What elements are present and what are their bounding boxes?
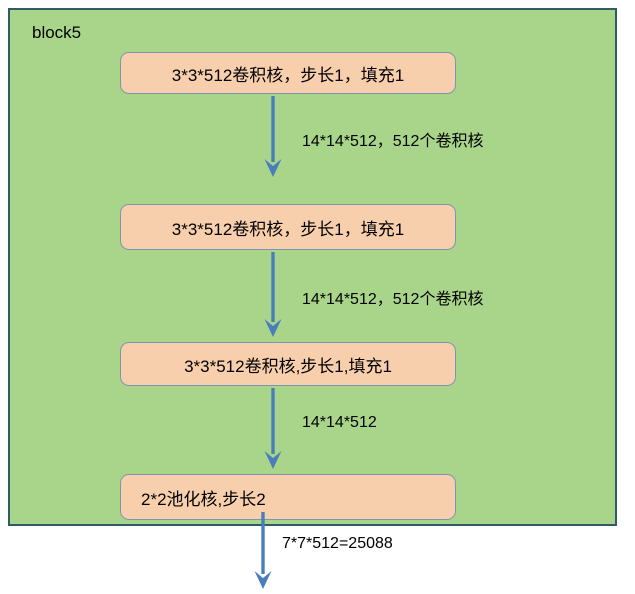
conv-node-1[interactable]: 3*3*512卷积核，步长1，填充1 xyxy=(120,52,456,94)
block-title-label: block5 xyxy=(32,23,82,42)
edge-label-3: 14*14*512 xyxy=(302,414,377,431)
pooling-node-label: 2*2池化核,步长2 xyxy=(141,489,266,509)
arrow-node3-to-pool xyxy=(260,388,286,470)
edge-label-2: 14*14*512，512个卷积核 xyxy=(302,291,484,308)
arrow-node1-to-node2 xyxy=(260,96,286,178)
block5-container: block5 3*3*512卷积核，步长1，填充1 14*14*512，512个… xyxy=(8,8,617,526)
arrow-pool-to-output xyxy=(250,512,276,590)
conv-node-3[interactable]: 3*3*512卷积核,步长1,填充1 xyxy=(120,342,456,386)
conv-node-2-label: 3*3*512卷积核，步长1，填充1 xyxy=(171,219,405,239)
edge-label-4: 7*7*512=25088 xyxy=(282,535,393,552)
conv-node-2[interactable]: 3*3*512卷积核，步长1，填充1 xyxy=(120,204,456,250)
arrow-node2-to-node3 xyxy=(260,252,286,338)
pooling-node[interactable]: 2*2池化核,步长2 xyxy=(120,474,456,520)
conv-node-3-label: 3*3*512卷积核,步长1,填充1 xyxy=(184,356,392,376)
conv-node-1-label: 3*3*512卷积核，步长1，填充1 xyxy=(171,65,405,85)
edge-label-1: 14*14*512，512个卷积核 xyxy=(302,133,484,150)
